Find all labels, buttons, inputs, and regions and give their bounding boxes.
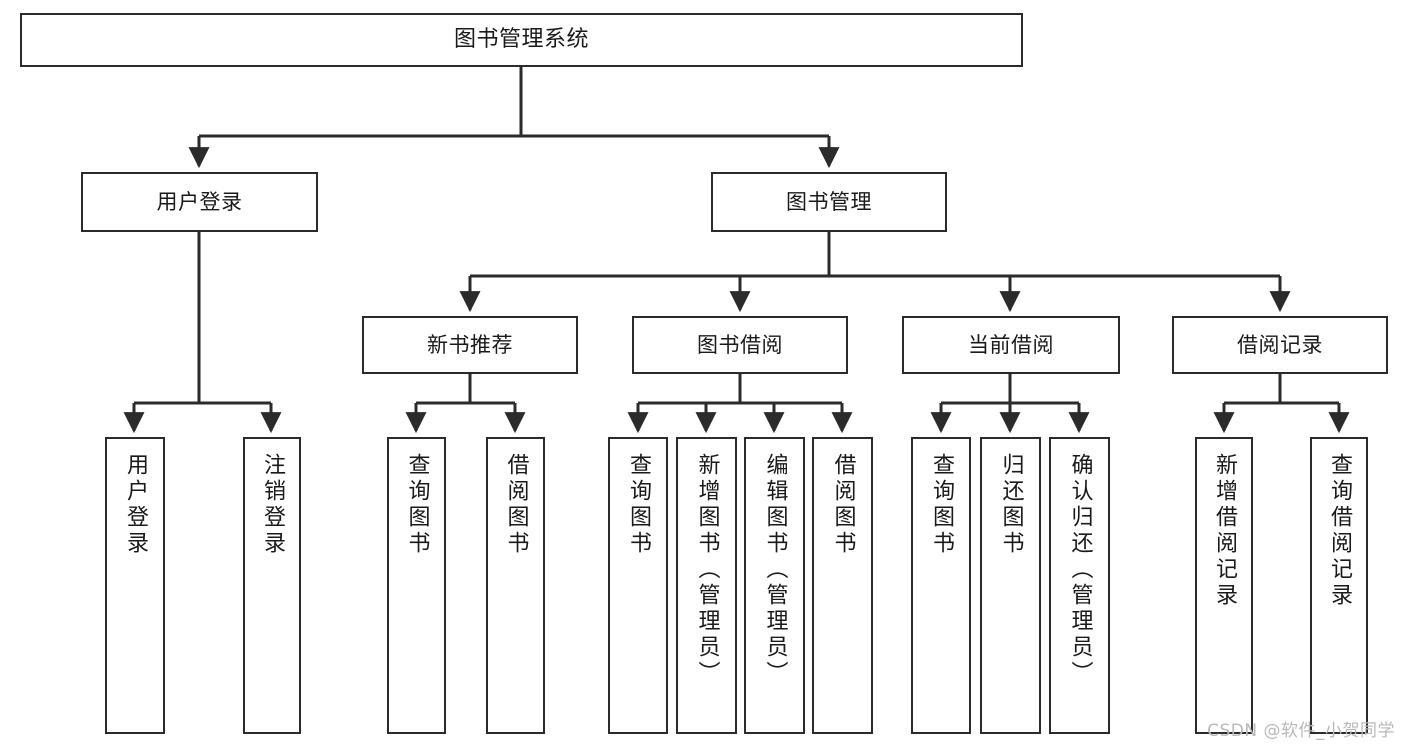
node-current-borrow[interactable]: 当前借阅: [902, 316, 1120, 374]
node-leaf-confirm-return-label: 确认归还（管理员）: [1067, 453, 1093, 687]
node-borrow-record-label: 借阅记录: [1237, 332, 1323, 357]
node-leaf-query-book-2[interactable]: 查询图书: [608, 437, 668, 734]
node-leaf-confirm-return[interactable]: 确认归还（管理员）: [1049, 437, 1110, 734]
node-book-manage-label: 图书管理: [786, 189, 872, 214]
node-new-book-recommend-label: 新书推荐: [427, 332, 513, 357]
node-new-book-recommend[interactable]: 新书推荐: [362, 316, 578, 374]
node-leaf-query-book-1[interactable]: 查询图书: [387, 437, 446, 734]
node-user-login[interactable]: 用户登录: [81, 172, 318, 232]
node-leaf-return-book-label: 归还图书: [998, 453, 1024, 557]
node-leaf-user-login-label: 用户登录: [123, 453, 148, 557]
watermark: CSDN @软件_小贺同学: [1207, 721, 1395, 741]
node-leaf-user-logout-label: 注销登录: [260, 453, 285, 557]
node-leaf-borrow-book-2-label: 借阅图书: [830, 453, 856, 557]
node-root-label: 图书管理系统: [453, 27, 589, 53]
node-user-login-label: 用户登录: [156, 189, 243, 214]
node-leaf-borrow-book-1[interactable]: 借阅图书: [486, 437, 545, 734]
node-leaf-query-borrow-record[interactable]: 查询借阅记录: [1310, 437, 1368, 734]
node-leaf-add-borrow-record-label: 新增借阅记录: [1212, 453, 1237, 609]
node-leaf-add-book[interactable]: 新增图书（管理员）: [676, 437, 737, 734]
node-leaf-borrow-book-2[interactable]: 借阅图书: [812, 437, 873, 734]
node-leaf-edit-book[interactable]: 编辑图书（管理员）: [744, 437, 805, 734]
node-leaf-query-borrow-record-label: 查询借阅记录: [1327, 453, 1352, 609]
node-book-manage[interactable]: 图书管理: [711, 172, 947, 232]
node-leaf-query-book-2-label: 查询图书: [626, 453, 651, 557]
node-leaf-user-login[interactable]: 用户登录: [105, 437, 165, 734]
node-leaf-query-book-3-label: 查询图书: [929, 453, 954, 557]
node-current-borrow-label: 当前借阅: [968, 332, 1054, 357]
node-leaf-query-book-1-label: 查询图书: [404, 453, 430, 557]
node-leaf-query-book-3[interactable]: 查询图书: [911, 437, 971, 734]
node-leaf-borrow-book-1-label: 借阅图书: [503, 453, 529, 557]
node-leaf-edit-book-label: 编辑图书（管理员）: [762, 453, 788, 687]
node-leaf-add-borrow-record[interactable]: 新增借阅记录: [1195, 437, 1253, 734]
node-leaf-add-book-label: 新增图书（管理员）: [694, 453, 720, 687]
node-root[interactable]: 图书管理系统: [20, 13, 1023, 67]
node-leaf-user-logout[interactable]: 注销登录: [243, 437, 301, 734]
node-borrow-record[interactable]: 借阅记录: [1172, 316, 1388, 374]
node-book-borrow-label: 图书借阅: [697, 332, 783, 357]
node-leaf-return-book[interactable]: 归还图书: [980, 437, 1041, 734]
node-book-borrow[interactable]: 图书借阅: [632, 316, 848, 374]
